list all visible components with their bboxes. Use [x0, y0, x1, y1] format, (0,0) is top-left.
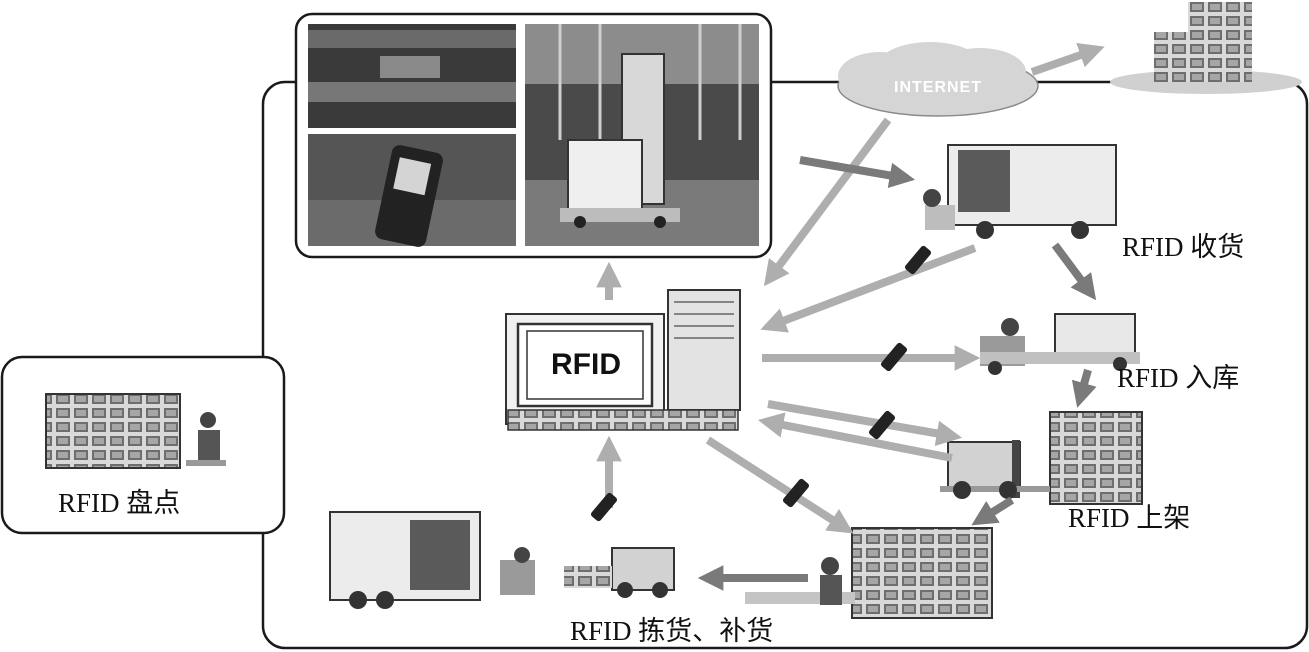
- arrow-shelving-to-picking: [971, 496, 1015, 526]
- receiving-truck-icon: [923, 144, 1117, 239]
- monitor-label: RFID: [551, 348, 621, 381]
- label-warehousing: RFID 入库: [1117, 363, 1240, 393]
- building-icon: [1110, 2, 1302, 94]
- arrow-computer-to-shelving: [767, 400, 963, 446]
- arrow-warehousing-to-shelving: [1071, 368, 1097, 408]
- label-inventory: RFID 盘点: [58, 488, 181, 518]
- arrow-cloud-to-computer: [763, 117, 892, 287]
- pallet-stack-icon: [745, 527, 993, 619]
- arrow-receiving-to-computer: [760, 244, 977, 333]
- arrow-photos-to-receiving: [799, 156, 916, 189]
- photo-panel: [294, 12, 773, 259]
- label-picking: RFID 拣货、补货: [570, 616, 774, 646]
- arrow-shelving-to-computer: [757, 412, 953, 462]
- cloud-label: INTERNET: [894, 79, 982, 96]
- dispatch-truck-icon: [329, 511, 675, 609]
- reach-truck-photo: [560, 53, 680, 228]
- arrow-receiving-to-warehousing: [1051, 242, 1097, 301]
- handheld-scanner-photo: [375, 145, 443, 247]
- label-shelving: RFID 上架: [1068, 503, 1191, 533]
- label-receiving: RFID 收货: [1122, 232, 1245, 262]
- pallet-jack-icon: [980, 313, 1140, 375]
- internet-cloud: [837, 42, 1039, 117]
- arrow-computer-to-picking: [705, 436, 854, 534]
- arrow-cloud-to-building: [1030, 42, 1105, 76]
- inventory-rack-icon: [45, 393, 226, 469]
- handheld-scanner-icon: [590, 245, 932, 522]
- forklift-rack-icon: [940, 411, 1143, 505]
- computer-icon: [505, 289, 741, 431]
